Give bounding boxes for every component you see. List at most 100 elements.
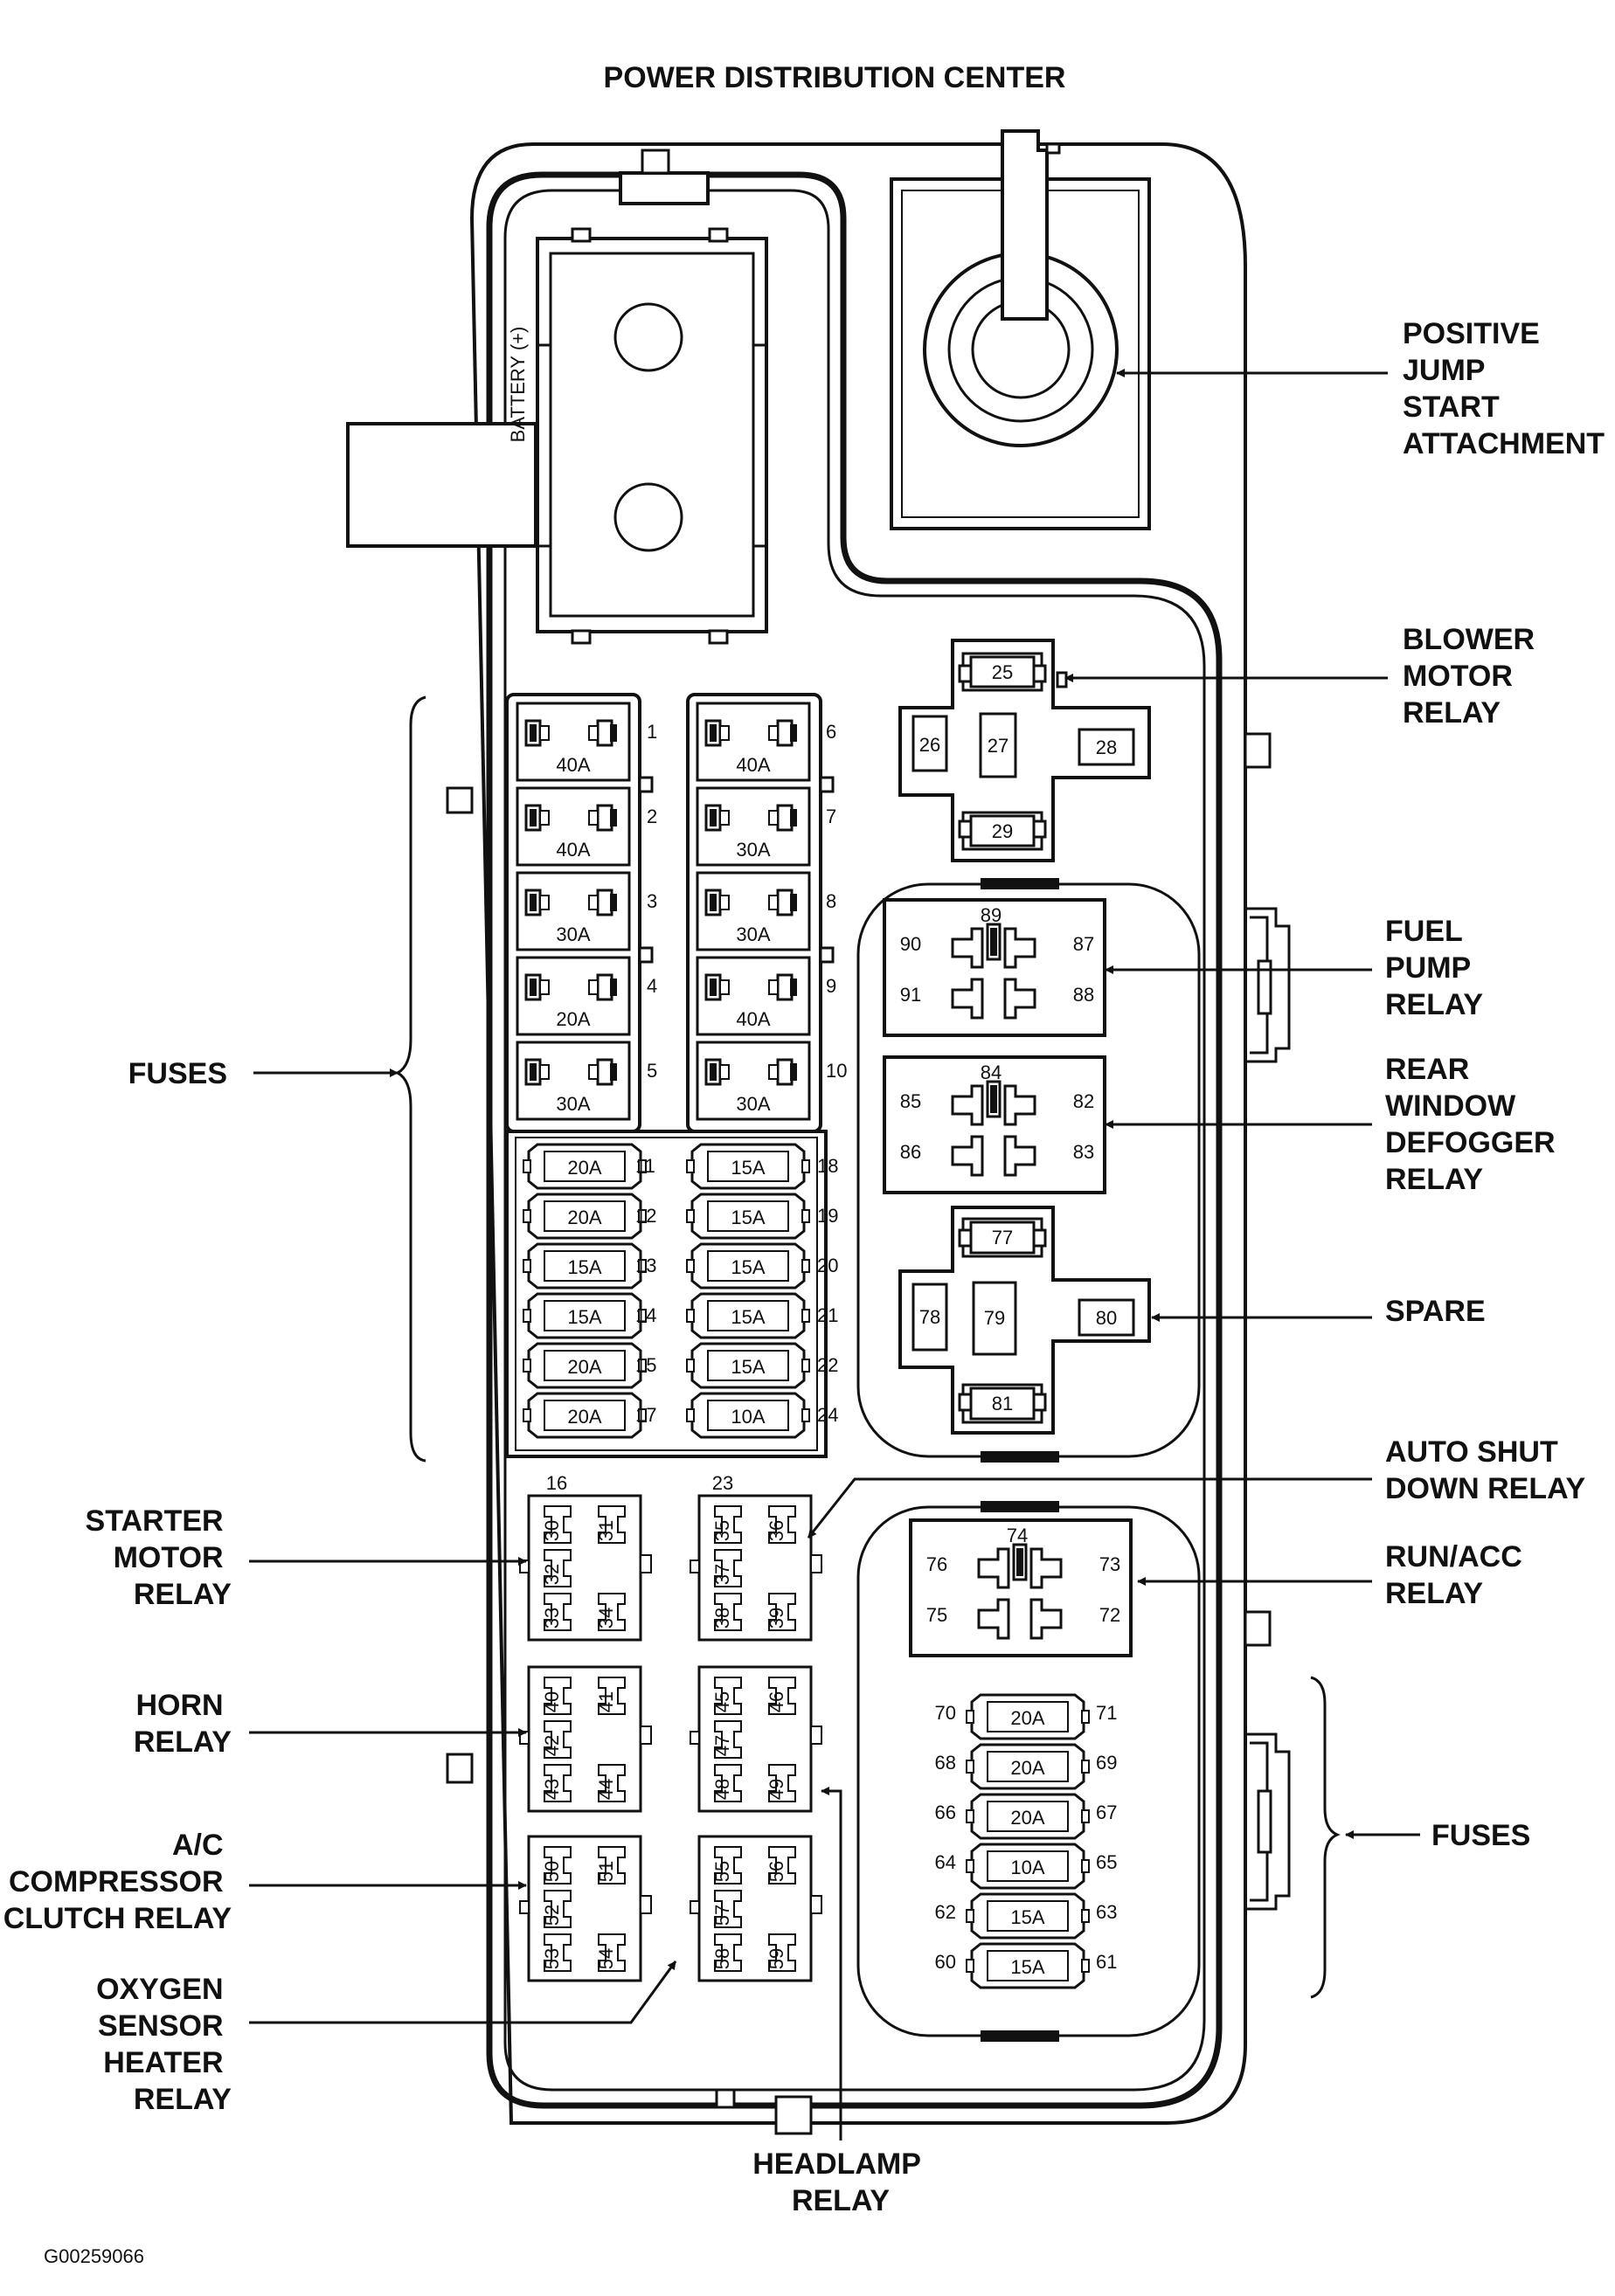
maxi-fuse-num-5: 5 bbox=[647, 1060, 657, 1082]
maxi-fuse-amp-10: 30A bbox=[736, 1093, 770, 1115]
mini-fuse-amp-12: 20A bbox=[567, 1207, 601, 1228]
spare-pin-77: 77 bbox=[992, 1227, 1013, 1248]
run_acc-pin-72: 72 bbox=[1099, 1604, 1120, 1626]
callout-labels: POSITIVE JUMP START ATTACHMENT BLOWER MO… bbox=[3, 317, 1605, 2217]
maxi-fuse-amp-5: 30A bbox=[556, 1093, 590, 1115]
micro-relay-pin-33: 33 bbox=[541, 1608, 563, 1629]
mini-fuse-num-22: 22 bbox=[817, 1354, 838, 1376]
blower-pin-26: 26 bbox=[919, 734, 940, 756]
lower-fuse-num-64: 64 bbox=[935, 1851, 956, 1873]
spare-pin-81: 81 bbox=[992, 1393, 1013, 1414]
maxi-fuse-num-1: 1 bbox=[647, 721, 657, 743]
pdc-housing bbox=[446, 142, 1291, 2135]
mini-fuse-amp-15: 20A bbox=[567, 1356, 601, 1378]
maxi-fuse-amp-1: 40A bbox=[556, 754, 590, 776]
battery-terminal: BATTERY (+) bbox=[346, 227, 768, 645]
maxi-fuse-2: 40A 2 bbox=[516, 786, 657, 867]
maxi-fuse-num-3: 3 bbox=[647, 890, 657, 912]
mini-fuse-num-13: 13 bbox=[635, 1255, 656, 1276]
mini-fuse-num-14: 14 bbox=[635, 1304, 656, 1326]
blower-pin-25: 25 bbox=[992, 661, 1013, 683]
maxi-fuse-1: 40A 1 bbox=[516, 702, 657, 782]
lower-fuse-amp-62: 15A bbox=[1010, 1906, 1044, 1928]
maxi-fuse-amp-2: 40A bbox=[556, 839, 590, 861]
micro-relay-pin-44: 44 bbox=[595, 1779, 617, 1800]
lower-fuse-num-62: 62 bbox=[935, 1901, 956, 1923]
lower-fuse-num-63: 63 bbox=[1096, 1901, 1117, 1923]
micro-relay-pin-40: 40 bbox=[541, 1691, 563, 1712]
mini-fuse-num-17: 17 bbox=[635, 1404, 656, 1426]
mini-fuse-amp-18: 15A bbox=[731, 1157, 765, 1179]
micro-relay-pin-37: 37 bbox=[711, 1564, 733, 1585]
fuel_pump-pin-87: 87 bbox=[1073, 933, 1094, 955]
micro-relay-pin-48: 48 bbox=[711, 1779, 733, 1800]
maxi-fuse-amp-7: 30A bbox=[736, 839, 770, 861]
maxi-fuse-num-2: 2 bbox=[647, 806, 657, 827]
spare-relay: 77 78 79 80 81 bbox=[898, 1206, 1151, 1435]
spare-pin-80: 80 bbox=[1096, 1307, 1117, 1329]
lower-fuse-num-61: 61 bbox=[1096, 1951, 1117, 1973]
mini-fuse-num-24: 24 bbox=[817, 1404, 838, 1426]
mini-fuse-amp-22: 15A bbox=[731, 1356, 765, 1378]
micro-relay-pin-46: 46 bbox=[766, 1691, 787, 1712]
lower-fuse-num-65: 65 bbox=[1096, 1851, 1117, 1873]
rear_window-pin-86: 86 bbox=[900, 1141, 921, 1163]
mini-fuse-num-12: 12 bbox=[635, 1205, 656, 1227]
fuse-16-number: 16 bbox=[546, 1472, 567, 1494]
maxi-fuse-num-8: 8 bbox=[826, 890, 836, 912]
micro-relay-pin-34: 34 bbox=[595, 1608, 617, 1629]
mini-fuse-num-20: 20 bbox=[817, 1255, 838, 1276]
positive-jump-start-label: POSITIVE JUMP START ATTACHMENT bbox=[1403, 317, 1605, 460]
micro-relay-pin-54: 54 bbox=[595, 1948, 617, 1969]
lower-fuse-num-71: 71 bbox=[1096, 1702, 1117, 1724]
fuse-23-number: 23 bbox=[712, 1472, 733, 1494]
micro-relay-pin-49: 49 bbox=[766, 1779, 787, 1800]
blower-pin-27: 27 bbox=[988, 735, 1009, 757]
callout-lines bbox=[249, 369, 1420, 2140]
micro-relay-pin-30: 30 bbox=[541, 1520, 563, 1541]
micro-relay-pin-47: 47 bbox=[711, 1735, 733, 1756]
rear-window-defogger-relay-label: REAR WINDOW DEFOGGER RELAY bbox=[1385, 1053, 1563, 1196]
headlamp-relay-label: HEADLAMP RELAY bbox=[752, 2147, 929, 2217]
run_acc-pin-73: 73 bbox=[1099, 1553, 1120, 1575]
micro-relay-pin-56: 56 bbox=[766, 1861, 787, 1882]
blower-motor-relay: 25 26 27 28 29 bbox=[898, 639, 1151, 862]
mini-fuse-num-11: 11 bbox=[635, 1155, 655, 1177]
mini-fuse-num-15: 15 bbox=[635, 1354, 656, 1376]
fuel_pump-pin-88: 88 bbox=[1073, 984, 1094, 1006]
mini-fuse-num-21: 21 bbox=[817, 1304, 838, 1326]
rear_window-pin-85: 85 bbox=[900, 1090, 921, 1112]
micro-relay-pin-35: 35 bbox=[711, 1520, 733, 1541]
micro-relay-pin-50: 50 bbox=[541, 1861, 563, 1882]
lower-fuse-num-70: 70 bbox=[935, 1702, 956, 1724]
lower-fuse-num-69: 69 bbox=[1096, 1752, 1117, 1774]
mini-fuse-15: 20A 15 bbox=[523, 1342, 656, 1389]
lower-fuse-amp-66: 20A bbox=[1010, 1807, 1044, 1829]
lower-fuse-amp-64: 10A bbox=[1010, 1857, 1044, 1878]
run_acc-pin-75: 75 bbox=[926, 1604, 947, 1626]
micro-relay-pin-38: 38 bbox=[711, 1608, 733, 1629]
rear_window-pin-83: 83 bbox=[1073, 1141, 1094, 1163]
